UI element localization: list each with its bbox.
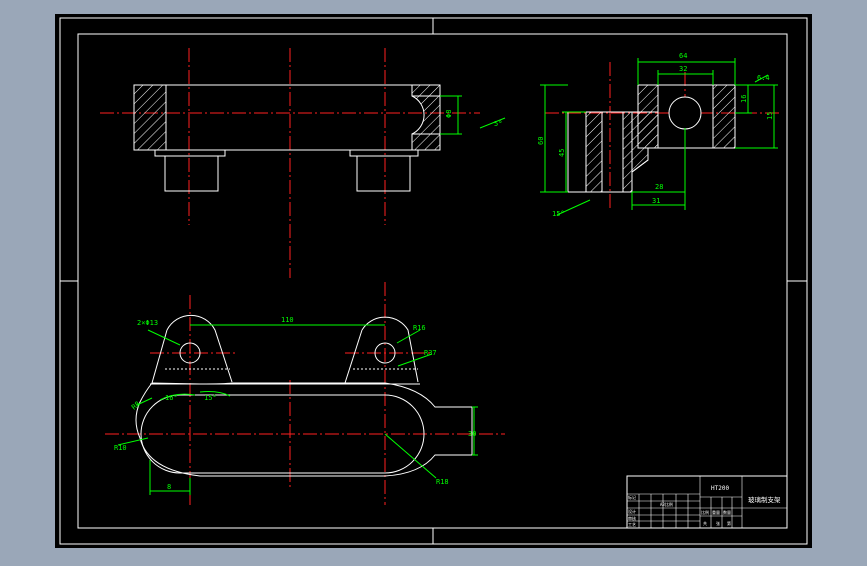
dim-angle-left: 16° <box>165 394 178 402</box>
front-view: 2×Φ13 110 R16 R37 16° 15° R8 R10 30 R18 … <box>105 282 505 505</box>
title-row-label: 设计 <box>628 508 636 514</box>
hole-left <box>179 342 201 364</box>
title-material: HT200 <box>711 485 729 492</box>
title-block: HT200 玻璃制支架 A3比例 标记 设计 审核 工艺 比例 重量 数量 共 … <box>626 475 788 529</box>
top-view: Φ8 5° <box>100 48 506 278</box>
side-view: 64 32 60 45 16 15 28 31 6.4 15° <box>537 52 780 218</box>
dim-r-bottom: R18 <box>436 478 449 486</box>
center-marks <box>60 18 807 544</box>
dim-r-mid: R37 <box>424 349 437 357</box>
dim-height-inner: 45 <box>558 149 566 157</box>
dim-bottom-outer: 31 <box>652 197 660 205</box>
title-row-label: 数量 <box>723 509 731 515</box>
dim-right-large: 15 <box>766 112 774 120</box>
front-view-centerlines <box>105 282 505 505</box>
boss-right <box>356 155 411 192</box>
dim-slot-dia: Φ8 <box>445 110 453 118</box>
dim-surface: 6.4 <box>757 74 770 82</box>
title-scale-label: A3比例 <box>660 501 673 507</box>
hatch-left <box>133 84 167 151</box>
top-view-centerlines <box>100 48 480 278</box>
title-row-label: 第 <box>727 520 731 526</box>
title-row-label: 重量 <box>712 509 720 515</box>
title-row-label: 张 <box>716 520 720 526</box>
side-view-hole <box>668 96 702 130</box>
hole-right <box>374 342 396 364</box>
side-view-dimensions <box>540 58 778 216</box>
dim-height-left: 60 <box>537 137 545 145</box>
dim-spacing: 110 <box>281 316 294 324</box>
dim-r-top: R16 <box>413 324 426 332</box>
title-drawing-name: 玻璃制支架 <box>748 495 781 504</box>
title-row-label: 标记 <box>628 494 636 500</box>
title-row-label: 比例 <box>701 509 709 515</box>
dim-height-right: 30 <box>468 430 476 438</box>
dim-r-left: R10 <box>114 444 127 452</box>
dim-chamfer: 5° <box>494 120 502 128</box>
dim-angle-right: 15° <box>204 394 217 402</box>
dim-bottom-chamfer: 15° <box>552 210 565 218</box>
dim-right-small: 16 <box>740 95 748 103</box>
ear-right <box>344 329 363 384</box>
dim-holes: 2×Φ13 <box>137 319 158 327</box>
dim-overall-width: 64 <box>679 52 687 60</box>
ear-left <box>166 314 233 383</box>
dim-offset-bottom: 8 <box>167 483 171 491</box>
boss-left <box>164 155 219 192</box>
title-row-label: 共 <box>703 520 707 526</box>
dim-inner-width: 32 <box>679 65 687 73</box>
hatch-side-web <box>585 111 603 193</box>
front-view-dimensions <box>117 324 478 495</box>
oblong-slot <box>140 394 425 474</box>
title-row-label: 工艺 <box>628 522 636 527</box>
dim-bottom-inner: 28 <box>655 183 663 191</box>
title-row-label: 审核 <box>628 515 636 521</box>
dim-r-left-top: R8 <box>130 400 142 412</box>
front-view-body <box>135 382 473 477</box>
